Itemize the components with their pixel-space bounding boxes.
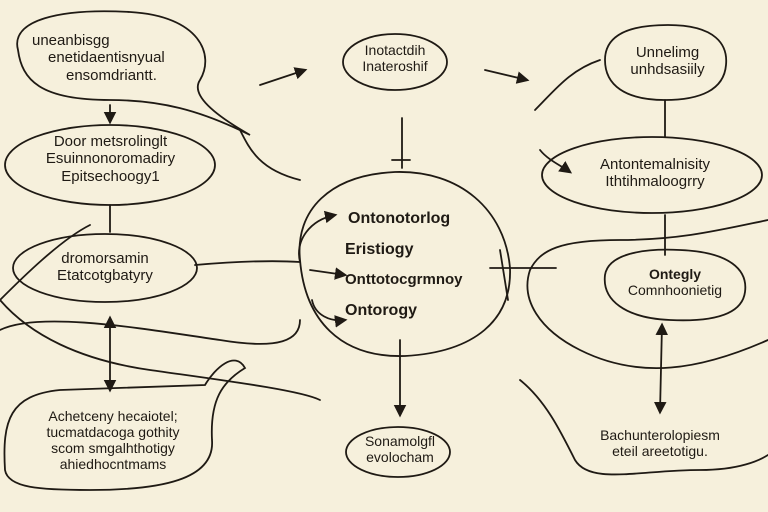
node-mid-right-lower: Ontegly Comnhoonietig	[627, 266, 723, 299]
node-mid-left-upper: Door metsrolinglt Esuinnonoromadiry Epit…	[45, 133, 176, 185]
oval-top-center	[342, 33, 448, 91]
node-mid-left-lower: dromorsamin Etatcotgbatyry	[57, 250, 153, 285]
oval-mid-right-upper	[541, 136, 763, 214]
node-top-center: Inotactdih Inateroshif	[362, 42, 428, 75]
bubble-top-right	[604, 24, 728, 101]
node-bottom-right: Bachunterolopiesm eteil areetotigu.	[600, 427, 720, 460]
bubble-bottom-left	[3, 359, 247, 491]
node-bottom-center: Sonamolgfl evolocham	[364, 433, 436, 466]
node-center: Ontonotorlog Eristiogy Onttotocgrmnoy On…	[345, 210, 463, 319]
bubble-mid-right-lower	[603, 248, 747, 322]
left-outline	[0, 224, 301, 345]
node-mid-right-upper: Antontemalnisity Ithtihmaloogrry	[599, 156, 711, 191]
node-top-left: uneanbisgg enetidaentisnyual ensomdriant…	[32, 32, 165, 84]
node-top-right: Unnelimg unhdsasiily	[630, 44, 705, 79]
oval-mid-left-lower	[12, 233, 198, 303]
node-bottom-left: Achetceny hecaiotel; tucmatdacoga gothit…	[46, 408, 180, 473]
oval-bottom-center	[345, 426, 451, 478]
bubble-top-left	[16, 10, 251, 136]
